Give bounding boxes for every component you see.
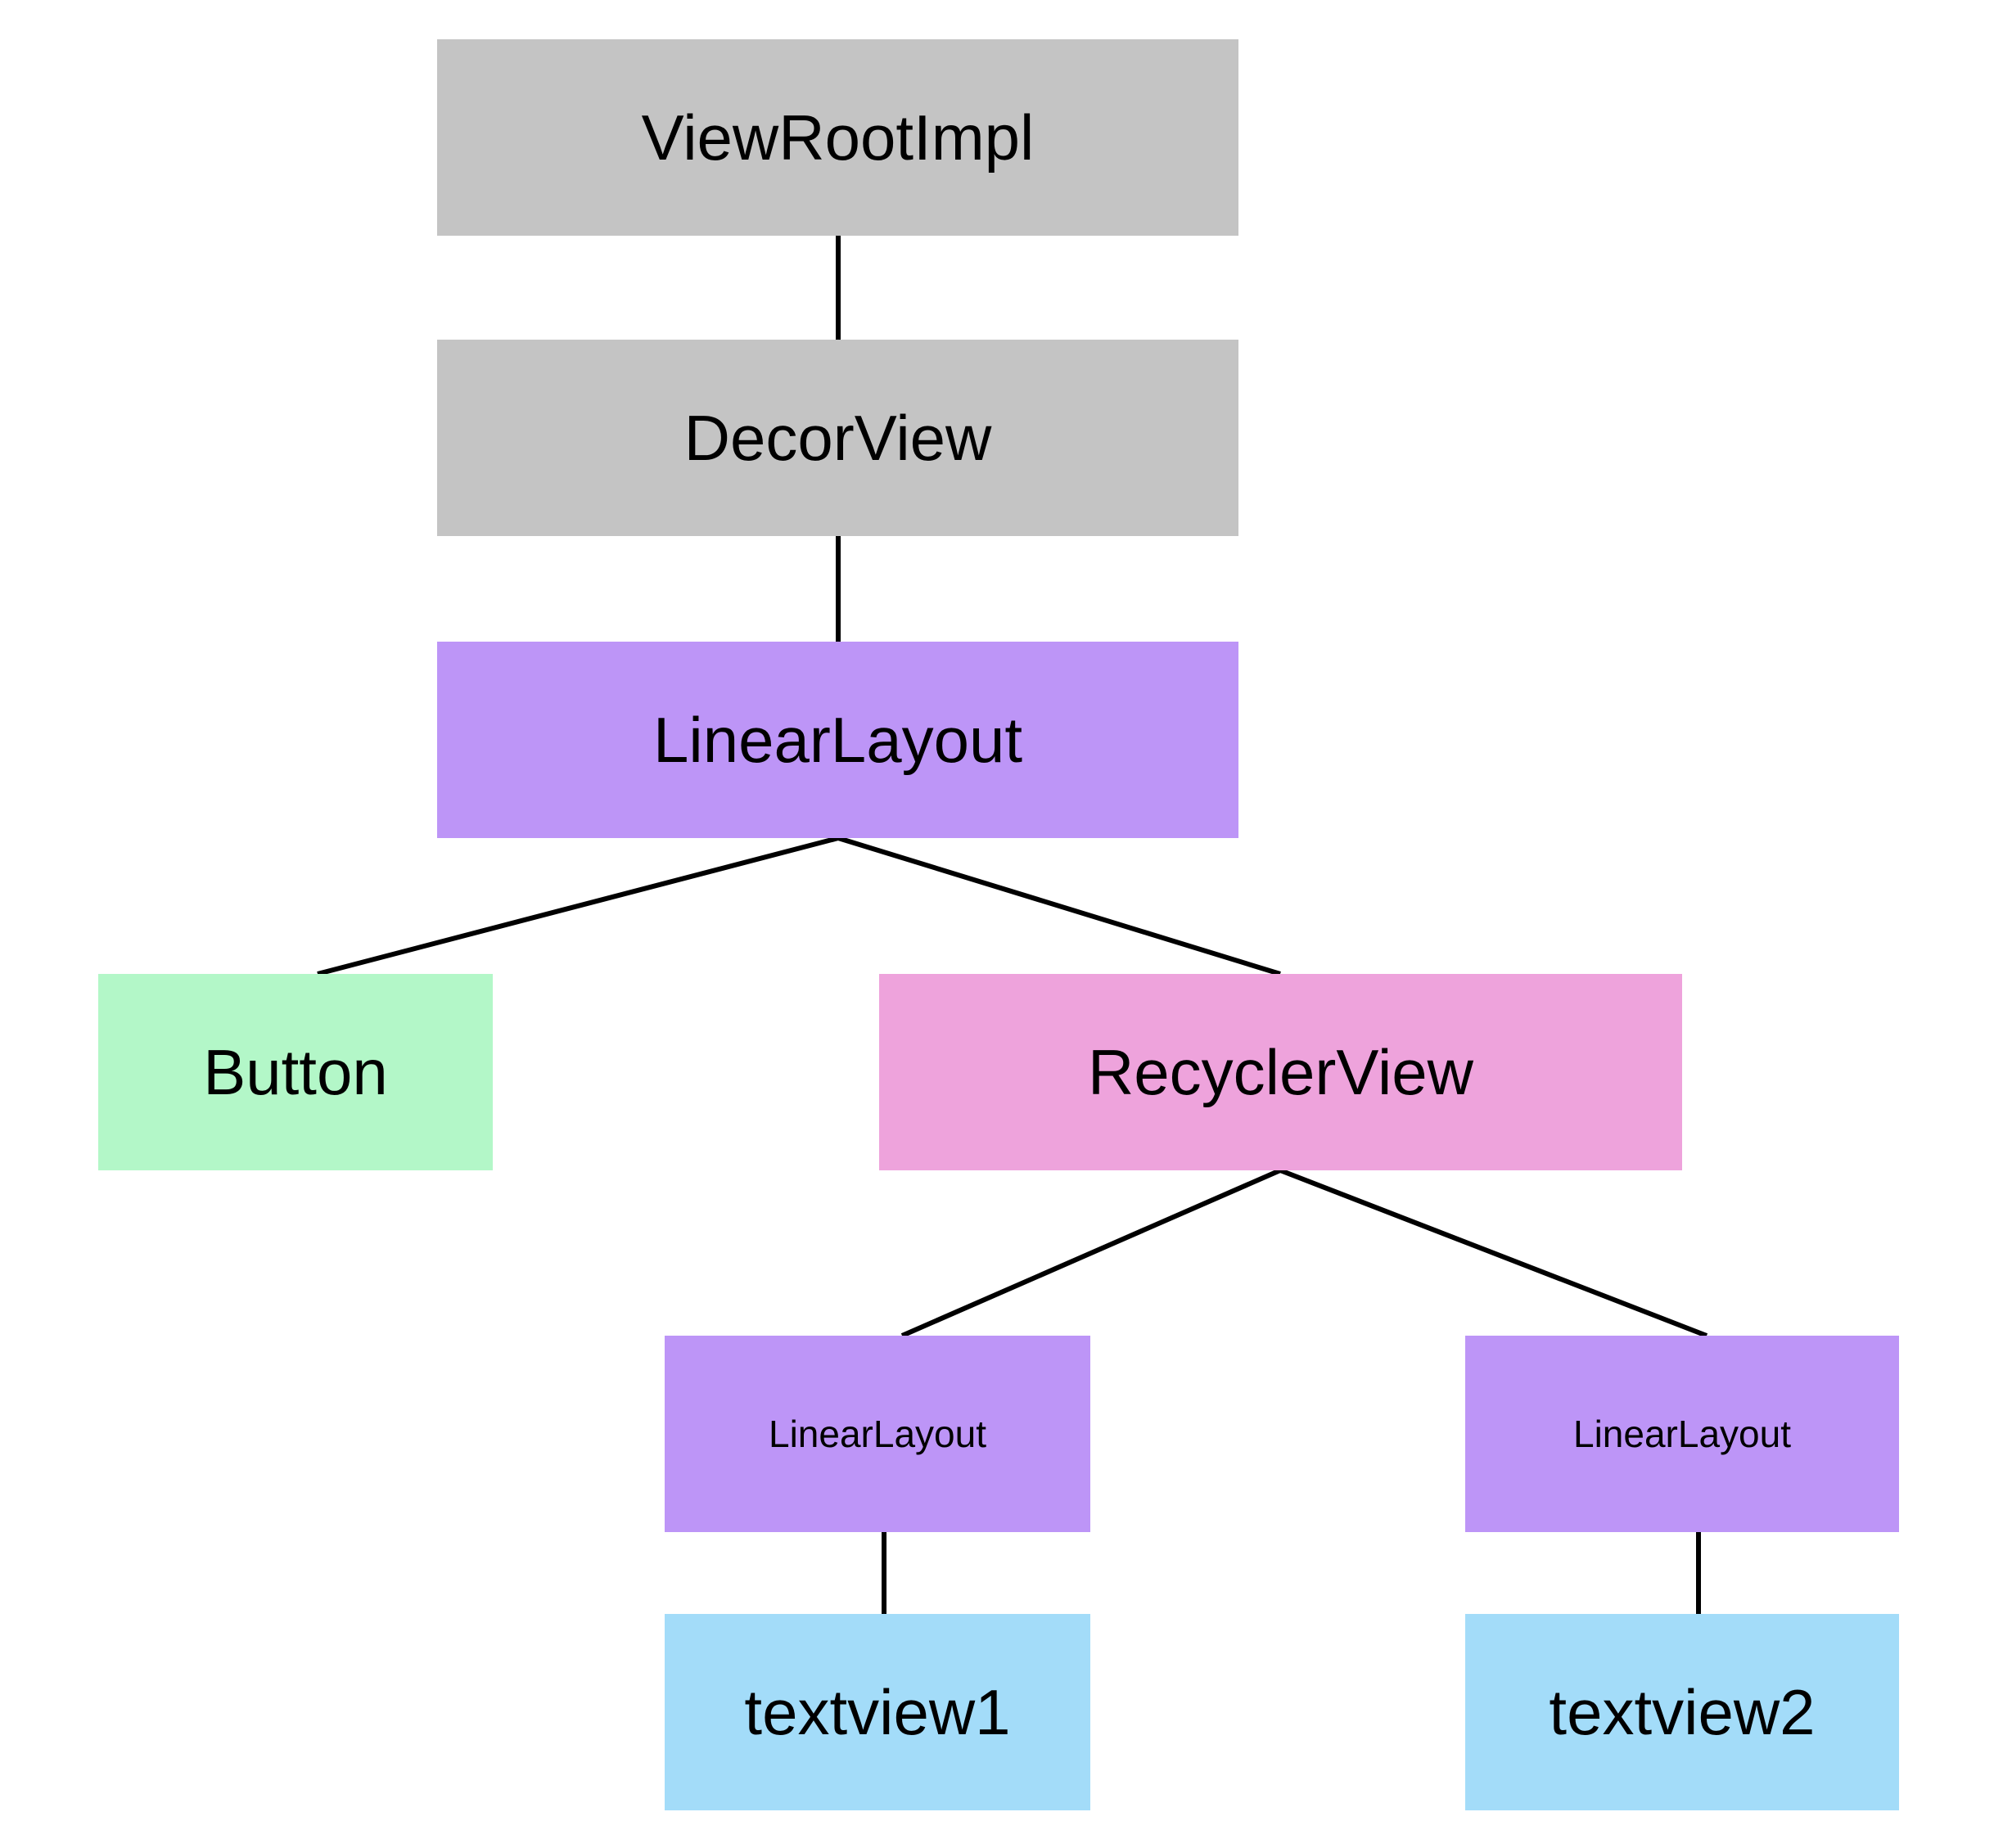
node-linearlayout-item2[interactable]: LinearLayout	[1465, 1336, 1899, 1532]
node-label-linearlayout-root: LinearLayout	[652, 704, 1022, 776]
edge-recyclerview-to-linearlayout-item1	[900, 1168, 1282, 1338]
node-label-button: Button	[203, 1036, 388, 1108]
node-textview1[interactable]: textview1	[665, 1614, 1090, 1810]
node-label-viewrootimpl: ViewRootImpl	[641, 101, 1035, 174]
edge-linearlayout-root-to-recyclerview	[837, 836, 1281, 976]
node-label-textview1: textview1	[744, 1676, 1011, 1748]
node-label-textview2: textview2	[1549, 1676, 1816, 1748]
node-label-linearlayout-item2: LinearLayout	[1573, 1413, 1791, 1455]
node-recyclerview[interactable]: RecyclerView	[879, 974, 1682, 1170]
node-linearlayout-root[interactable]: LinearLayout	[437, 642, 1238, 838]
node-button[interactable]: Button	[98, 974, 493, 1170]
node-textview2[interactable]: textview2	[1465, 1614, 1899, 1810]
node-label-recyclerview: RecyclerView	[1087, 1036, 1474, 1108]
node-linearlayout-item1[interactable]: LinearLayout	[665, 1336, 1090, 1532]
node-decorview[interactable]: DecorView	[437, 340, 1238, 536]
node-label-linearlayout-item1: LinearLayout	[769, 1413, 986, 1455]
edge-recyclerview-to-linearlayout-item2	[1279, 1168, 1708, 1338]
edge-linearlayout-root-to-button	[317, 836, 839, 976]
node-viewrootimpl[interactable]: ViewRootImpl	[437, 39, 1238, 236]
node-label-decorview: DecorView	[683, 402, 992, 474]
